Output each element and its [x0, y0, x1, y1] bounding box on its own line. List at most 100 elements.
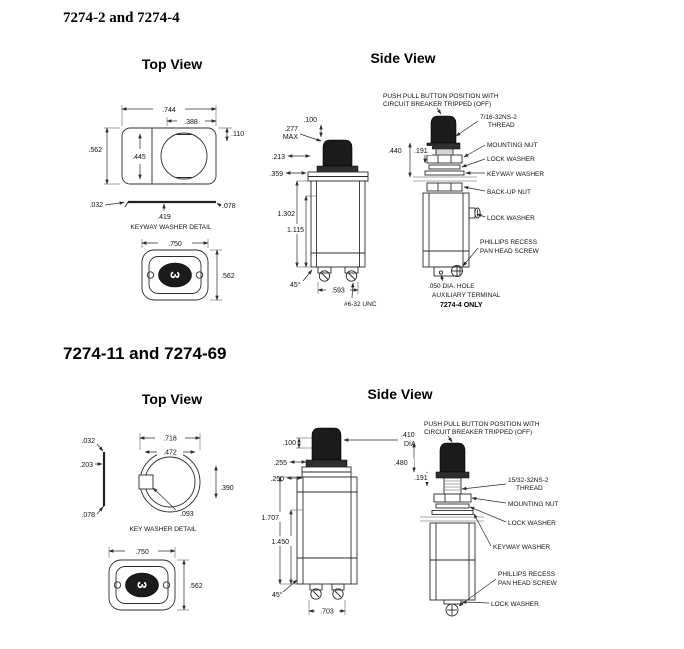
s1-conn-dim-750: .750	[168, 241, 182, 248]
s1-lock-washer-upper-label: LOCK WASHER	[487, 156, 535, 163]
s1-dim-277: .277	[284, 126, 298, 133]
s1-keyway-washer-part	[424, 170, 465, 176]
s2-dim-250: .250	[270, 476, 284, 483]
s1-dim-744: .744	[162, 107, 176, 114]
s2-right-view-drawing: PUSH PULL BUTTON POSITION WITH CIRCUIT B…	[392, 421, 559, 617]
s1-dim-277-note: MAX	[283, 134, 299, 141]
s2-top-view-drawing: .032 .203 .078 .718 .472 .390 .093 KEY	[79, 432, 234, 533]
s2-connector-drawing: .750 3 .562	[108, 545, 203, 611]
s2-connector-body	[108, 559, 176, 611]
s2-mounting-nut-part	[433, 493, 472, 503]
s1-dim-593: .593	[331, 288, 345, 295]
s1-terminal-screw-right	[345, 270, 358, 282]
s2-dim-480: .480	[394, 460, 408, 467]
s2-side-view-drawing: .100 .410 DIA .255 .250 1.707 1.450 45° …	[256, 427, 416, 616]
s2-phillips-screw	[445, 603, 459, 617]
s2-terminal-screw-left	[310, 588, 322, 600]
s1-aux-screw-side	[474, 207, 481, 219]
s2-thread-label-1: 15/32-32NS-2	[508, 477, 549, 484]
s1-dim-440: .440	[388, 148, 402, 155]
s1-backup-nut-label: BACK-UP NUT	[487, 189, 531, 196]
s1-dim-388: .388	[184, 119, 198, 126]
s1-top-view-heading: Top View	[142, 56, 202, 72]
s1-connector-key	[158, 262, 192, 288]
section-7274-2-and-7274-4: 7274-2 and 7274-4 Top View Side View .74…	[63, 10, 544, 309]
section-7274-11-and-7274-69: 7274-11 and 7274-69 Top View Side View .…	[63, 344, 559, 617]
s1-dim-419: .419	[157, 214, 171, 221]
s2-dim-1707: 1.707	[261, 515, 279, 522]
s1-conn-dim-562: .562	[221, 273, 235, 280]
s1-dim-1302: 1.302	[277, 211, 295, 218]
s1-connector-body	[141, 249, 209, 301]
s2-lock-washer-part	[435, 503, 470, 509]
s1-dim-213: .213	[271, 154, 285, 161]
s2-mounting-nut-label: MOUNTING NUT	[508, 501, 559, 508]
s1-dim-359: .359	[269, 171, 283, 178]
s1-mounting-nut-label: MOUNTING NUT	[487, 142, 538, 149]
s1-dim-1115: 1.115	[287, 227, 304, 234]
s2-right-body	[429, 522, 476, 601]
s1-right-button	[430, 115, 457, 144]
s1-top-view-drawing: .744 .388 .110 .562 .445 .032 .	[88, 103, 244, 231]
s1-phillips-screw	[451, 265, 463, 277]
s2-dim-203: .203	[79, 462, 93, 469]
s2-screw-label-2: PAN HEAD SCREW	[498, 580, 558, 587]
s1-push-pull-button	[322, 139, 353, 167]
s1-thread-bushing	[435, 148, 454, 156]
s2-note-line1: PUSH PULL BUTTON POSITION WITH	[424, 421, 540, 428]
s1-keyway-hole	[160, 132, 208, 180]
s1-dim-562: .562	[88, 147, 102, 154]
section2-title: 7274-11 and 7274-69	[63, 344, 227, 363]
s1-right-view-drawing: PUSH PULL BUTTON POSITION WITH CIRCUIT B…	[383, 93, 544, 309]
s1-keyway-washer-caption: KEYWAY WASHER DETAIL	[130, 224, 212, 231]
s1-dim-445: .445	[132, 154, 146, 161]
s2-dim-472: .472	[163, 450, 177, 457]
s1-hole-note: .050 DIA. HOLE	[428, 283, 475, 290]
s2-thread-label-2: THREAD	[516, 485, 543, 492]
s2-lock-washer-lower-label: LOCK WASHER	[491, 601, 539, 608]
s2-dim-410-note: DIA	[404, 441, 416, 448]
s2-breaker-body	[296, 476, 358, 585]
s1-screw-label-1: PHILLIPS RECESS	[480, 239, 538, 246]
s2-connector-marking: 3	[135, 581, 150, 588]
s2-dim-032: .032	[81, 438, 95, 445]
s1-dim-100: .100	[303, 117, 317, 124]
s2-note-line2: CIRCUIT BREAKER TRIPPED (OFF)	[424, 429, 532, 436]
s1-note-line2: CIRCUIT BREAKER TRIPPED (OFF)	[383, 101, 491, 108]
s1-mounting-nut-part	[426, 154, 463, 164]
s2-top-view-heading: Top View	[142, 391, 202, 407]
s2-right-button	[439, 442, 466, 473]
s2-connector-key	[125, 572, 159, 598]
s2-dim-410: .410	[401, 432, 415, 439]
s1-aux-line2: 7274-4 ONLY	[440, 302, 483, 309]
s2-dim-100: .100	[282, 440, 296, 447]
s1-keyway-washer-label: KEYWAY WASHER	[487, 171, 544, 178]
s1-note-line1: PUSH PULL BUTTON POSITION WITH	[383, 93, 499, 100]
s1-connector-drawing: .750 3 .562	[141, 237, 235, 301]
s2-side-view-heading: Side View	[367, 386, 432, 402]
s1-lock-washer-part	[428, 164, 461, 170]
s1-dim-110: .110	[231, 131, 244, 138]
s1-breaker-body	[310, 180, 366, 268]
s2-dim-093: .093	[180, 511, 194, 518]
s2-dim-255: .255	[273, 460, 287, 467]
s2-thread-bushing	[443, 477, 462, 495]
s1-side-view-heading: Side View	[370, 50, 435, 66]
s1-right-body	[422, 192, 470, 268]
s2-angle-45: 45°	[272, 591, 283, 599]
s2-conn-dim-750: .750	[135, 549, 149, 556]
s2-screw-label-1: PHILLIPS RECESS	[498, 571, 556, 578]
s2-push-pull-button	[311, 427, 342, 461]
s1-angle-45: 45°	[290, 281, 301, 289]
s2-dim-390: .390	[220, 485, 234, 492]
s1-dim-032: .032	[89, 202, 103, 209]
s2-bottom-lock-washer	[443, 599, 462, 605]
s1-side-view-drawing: .277 MAX .100 .213 .359 1.302 1.115 45°	[269, 117, 376, 308]
s1-dim-078: .078	[222, 203, 236, 210]
s1-backup-nut-part	[426, 182, 463, 192]
s2-dim-1450: 1.450	[271, 539, 289, 546]
s2-keyway-slot	[138, 474, 154, 490]
s1-dim-191: .191	[414, 148, 428, 155]
